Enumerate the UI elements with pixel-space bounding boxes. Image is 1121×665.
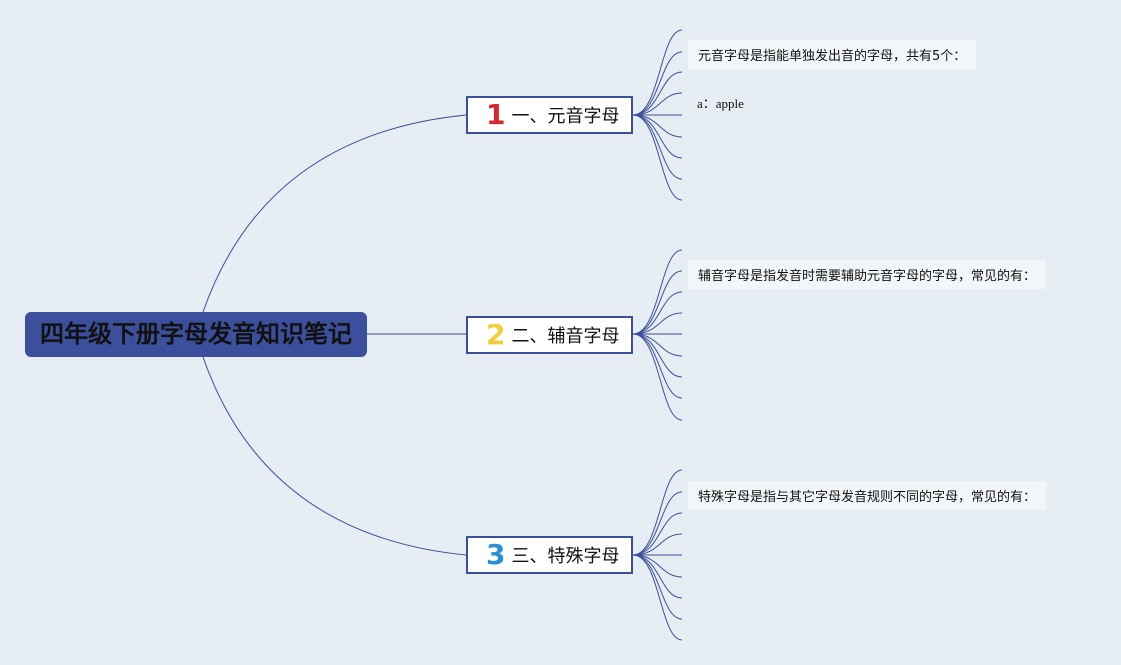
fan-connector-3-9	[632, 554, 683, 641]
fan-connector-1-7	[632, 114, 683, 159]
fan-connector-2-7	[632, 333, 683, 378]
root-topic-label: 四年级下册字母发音知识笔记	[40, 320, 352, 348]
branch-label: 一、元音字母	[511, 106, 620, 127]
connector-root-to-branch-1	[202, 114, 467, 313]
number-1-icon: 1	[486, 98, 506, 131]
root-topic[interactable]: 四年级下册字母发音知识笔记	[25, 312, 367, 357]
fan-connector-1-4	[632, 92, 683, 116]
branch-consonant-letters[interactable]: 2 二、辅音字母	[466, 316, 633, 354]
note-special-definition[interactable]: 特殊字母是指与其它字母发音规则不同的字母，常见的有：	[688, 481, 1047, 510]
branch-vowel-letters[interactable]: 1 一、元音字母	[466, 96, 633, 134]
fan-connector-3-1	[632, 469, 683, 556]
fan-connector-2-9	[632, 333, 683, 421]
note-vowel-definition[interactable]: 元音字母是指能单独发出音的字母，共有5个：	[688, 40, 977, 69]
fan-connector-1-2	[632, 51, 683, 116]
fan-connector-3-3	[632, 512, 683, 556]
vowel-example-item[interactable]: a：apple	[697, 96, 744, 111]
number-3-icon: 3	[486, 538, 506, 571]
note-consonant-definition[interactable]: 辅音字母是指发音时需要辅助元音字母的字母，常见的有：	[688, 260, 1047, 289]
fan-connector-2-4	[632, 312, 683, 335]
fan-connector-2-3	[632, 291, 683, 335]
fan-connector-2-2	[632, 270, 683, 335]
number-2-icon: 2	[486, 318, 506, 351]
fan-connector-3-4	[632, 533, 683, 556]
fan-connector-3-7	[632, 554, 683, 599]
branch-label: 二、辅音字母	[511, 326, 620, 347]
fan-connector-1-1	[632, 29, 683, 116]
branch-label: 三、特殊字母	[511, 546, 620, 567]
fan-connector-1-9	[632, 114, 683, 201]
fan-connector-3-2	[632, 491, 683, 556]
branch-special-letters[interactable]: 3 三、特殊字母	[466, 536, 633, 574]
fan-connector-1-3	[632, 71, 683, 116]
fan-connector-2-1	[632, 249, 683, 335]
connector-root-to-branch-3	[202, 356, 467, 556]
